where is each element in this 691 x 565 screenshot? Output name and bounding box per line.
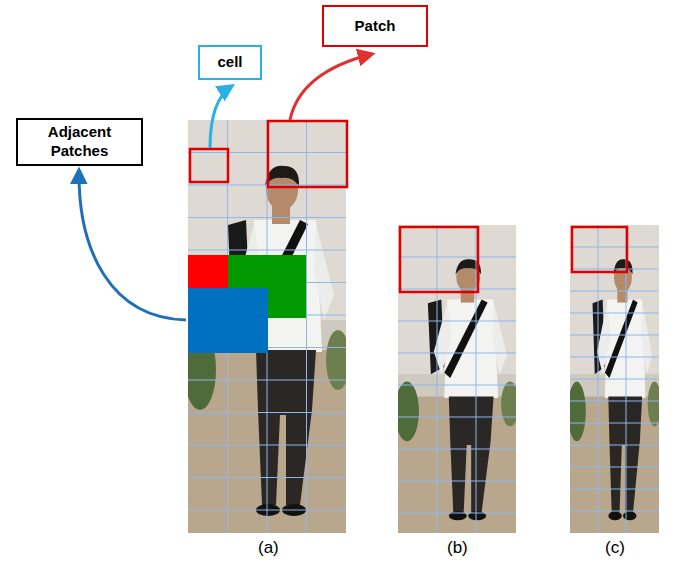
subfigure-label: (c) (605, 538, 625, 558)
patch-callout-box: Patch (322, 5, 428, 47)
subfigure-label: (b) (447, 538, 468, 558)
adjacent-patches-callout-box: Adjacent Patches (16, 118, 143, 166)
cell-callout-box: cell (198, 45, 262, 80)
callout-text: cell (217, 53, 242, 72)
callout-text: Patch (355, 17, 396, 36)
subfigure-label: (a) (258, 538, 279, 558)
callout-text: Adjacent Patches (24, 123, 135, 161)
